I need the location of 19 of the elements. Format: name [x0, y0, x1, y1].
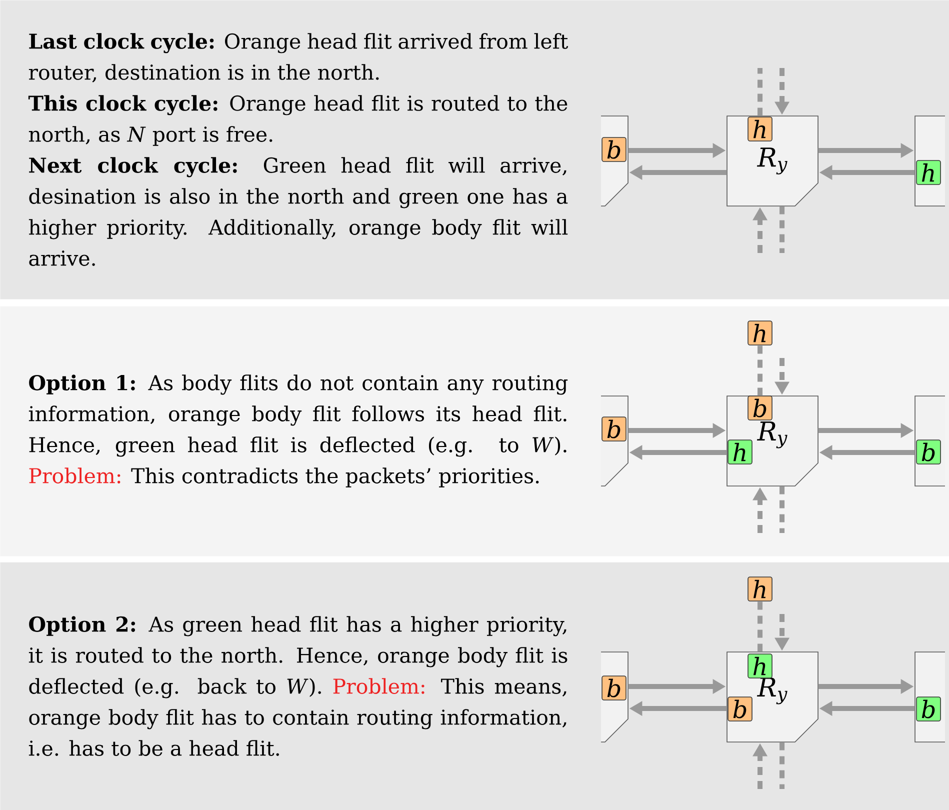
flit-box: h [748, 576, 772, 602]
flit-box: b [602, 416, 626, 442]
dashed-line [780, 742, 785, 789]
flit-box: h [748, 116, 772, 142]
flit-box: b [916, 696, 941, 722]
flit-box: h [728, 440, 752, 464]
dashed-line [780, 206, 785, 253]
flit-box: h [748, 320, 772, 346]
flit-box: b [602, 137, 626, 162]
flit-box: h [916, 160, 941, 185]
flit-box: b [602, 676, 626, 700]
dashed-line [758, 601, 763, 652]
dashed-line [780, 486, 785, 533]
flit-box: b [916, 440, 941, 464]
dashed-line [758, 68, 763, 116]
flit-box: b [748, 396, 772, 420]
flit-box: h [748, 654, 772, 678]
flit-box: b [728, 696, 752, 722]
dashed-line [758, 345, 763, 396]
